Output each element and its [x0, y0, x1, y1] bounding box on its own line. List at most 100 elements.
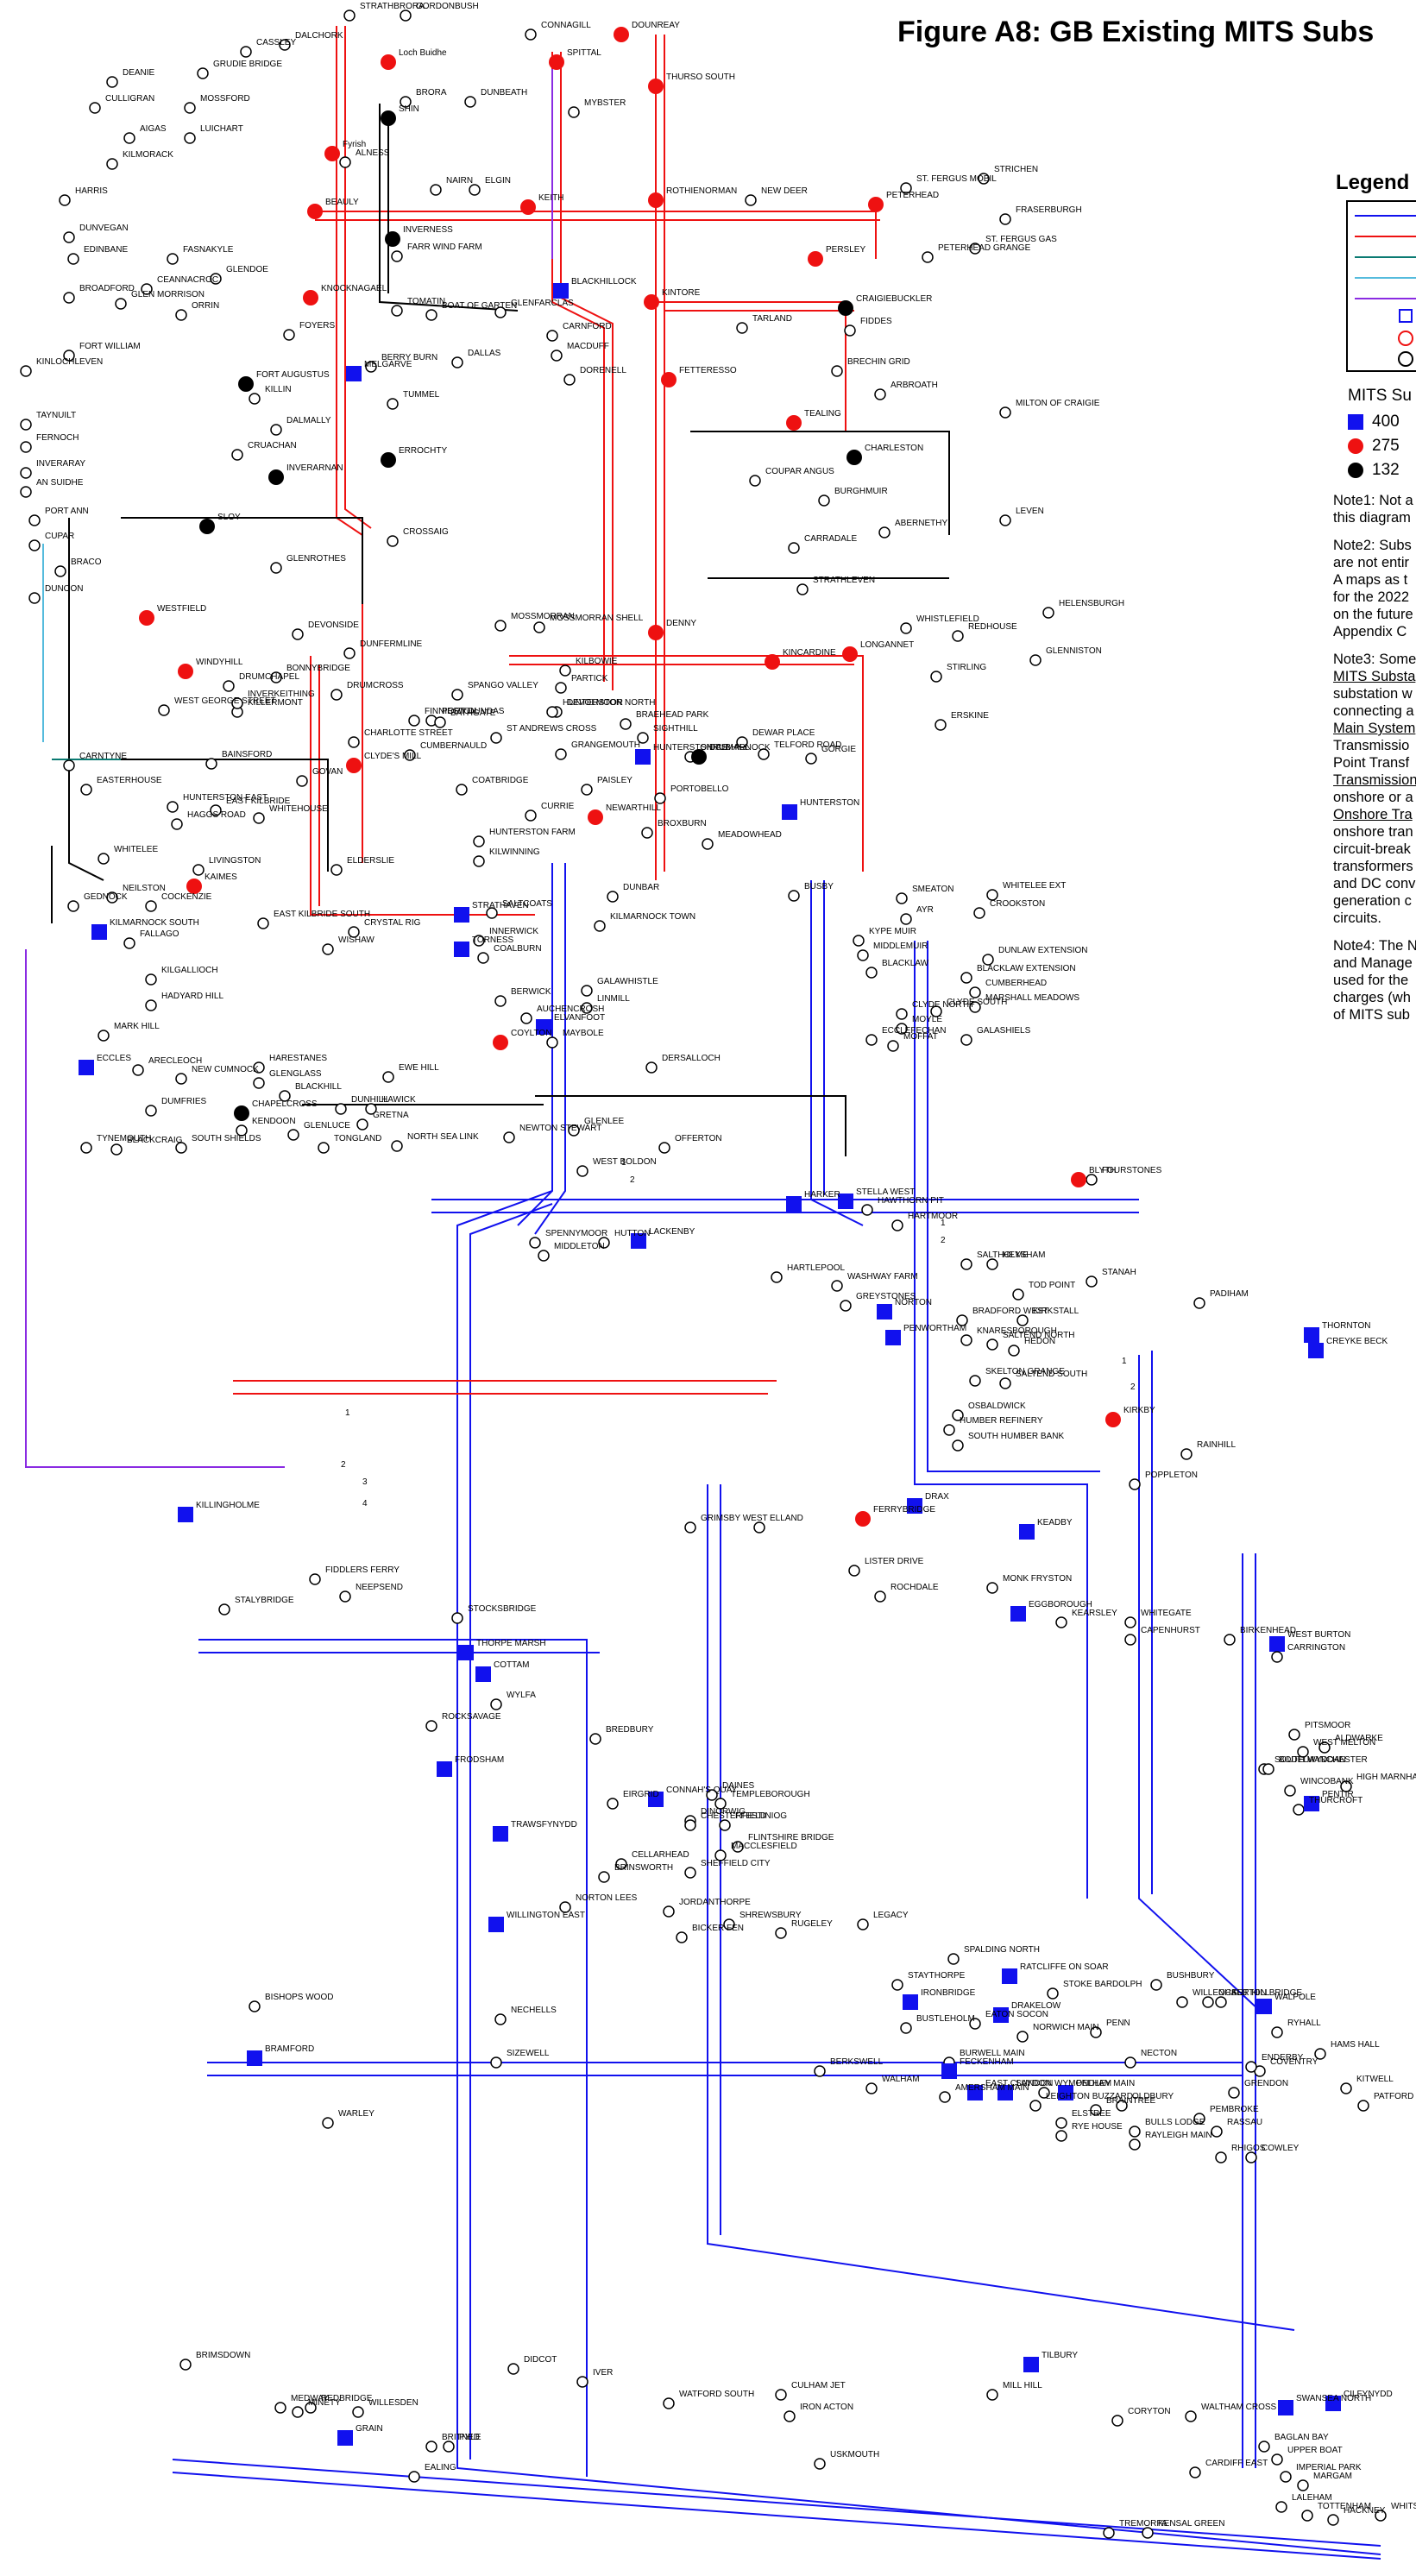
substation-label: FERRYBRIDGE	[873, 1505, 935, 1515]
substation-label: FALLAGO	[140, 929, 179, 939]
substation-label: MONK FRYSTON	[1003, 1574, 1072, 1584]
substation-label: FINNIESTON	[425, 707, 476, 716]
circuit-number: 3	[362, 1477, 368, 1487]
substation-marker	[1086, 1174, 1098, 1186]
substation-label: REDBRIDGE	[321, 2394, 373, 2403]
substation-marker	[451, 689, 463, 701]
substation-marker	[253, 1061, 265, 1074]
substation-label: TEMPLEBOROUGH	[731, 1790, 810, 1799]
blue-square-icon	[1348, 413, 1363, 430]
substation-marker	[437, 1761, 452, 1777]
substation-label: POPPLETON	[1145, 1471, 1198, 1480]
substation-marker	[236, 1124, 248, 1137]
substation-label: INNERWICK	[489, 927, 538, 936]
substation-marker	[999, 514, 1011, 526]
circuit-line	[707, 1484, 1295, 2331]
substation-label: INVERARAY	[36, 459, 85, 469]
substation-marker	[184, 102, 196, 114]
black-circle-icon	[1348, 462, 1363, 478]
substation-marker	[381, 452, 396, 468]
substation-marker	[123, 937, 135, 949]
substation-label: PENTIR	[1322, 1790, 1354, 1799]
substation-marker	[546, 706, 558, 718]
substation-marker	[493, 1035, 508, 1050]
substation-label: DENNY	[666, 619, 696, 628]
substation-label: KILMARNOCK TOWN	[610, 912, 695, 922]
substation-label: WILLESDEN	[368, 2398, 419, 2408]
substation-marker	[348, 736, 360, 748]
substation-label: BRECHIN GRID	[847, 357, 910, 367]
substation-marker	[1047, 1987, 1059, 2000]
note-1: Note1: Not a this diagram	[1333, 493, 1413, 526]
substation-marker	[973, 907, 985, 919]
substation-marker	[20, 486, 32, 498]
substation-label: FASNAKYLE	[183, 245, 234, 255]
substation-label: BRADFORD WEST	[972, 1307, 1048, 1316]
substation-label: KENDOON	[252, 1117, 296, 1126]
substation-marker	[210, 804, 222, 816]
substation-marker	[391, 1140, 403, 1152]
substation-label: INVERNESS	[403, 225, 453, 235]
substation-label: GRETNA	[373, 1111, 409, 1120]
substation-label: STANAH	[1102, 1268, 1136, 1277]
substation-marker	[1086, 1275, 1098, 1288]
substation-marker	[210, 273, 222, 285]
substation-marker	[382, 1071, 394, 1083]
substation-marker	[1278, 2400, 1293, 2415]
substation-label: HEYSHAM	[1003, 1250, 1045, 1260]
substation-label: HAMS HALL	[1331, 2040, 1380, 2050]
substation-label: BLACKHILLOCK	[571, 277, 637, 287]
substation-label: TORNESS	[472, 935, 513, 945]
note-4: Note4: The N and Manage used for the cha…	[1333, 938, 1416, 1023]
substation-label: ELGIN	[485, 176, 511, 186]
substation-marker	[896, 892, 908, 904]
substation-label: BLACKHILL	[295, 1082, 342, 1092]
substation-label: STIRLING	[947, 663, 986, 672]
legend-red-circle-outline-icon	[1398, 331, 1413, 346]
substation-marker	[1297, 2479, 1309, 2491]
substation-marker	[943, 1424, 955, 1436]
substation-label: CARRADALE	[804, 534, 857, 544]
substation-label: CARDIFF EAST	[1205, 2459, 1268, 2468]
substation-label: CROOKSTON	[990, 899, 1045, 909]
substation-marker	[178, 664, 193, 679]
substation-label: GRANGEMOUTH	[571, 740, 640, 750]
substation-label: DERSALLOCH	[662, 1054, 721, 1063]
substation-label: HIGH MARNHAM	[1356, 1773, 1416, 1782]
substation-marker	[887, 1040, 899, 1052]
substation-label: NORTH SEA LINK	[407, 1132, 479, 1142]
substation-label: STRATHLEVEN	[813, 576, 875, 585]
substation-marker	[753, 1521, 765, 1534]
substation-label: MIDDLETON	[554, 1242, 605, 1251]
substation-marker	[1275, 2501, 1287, 2513]
substation-label: EGGBOROUGH	[1029, 1600, 1092, 1609]
substation-label: EAST KILBRIDE SOUTH	[274, 910, 370, 919]
substation-label: USKMOUTH	[830, 2450, 879, 2459]
substation-marker	[947, 1953, 960, 1965]
substation-label: LEVEN	[1016, 507, 1044, 516]
substation-marker	[1103, 2527, 1115, 2539]
substation-marker	[80, 1142, 92, 1154]
substation-label: Fyrish	[343, 140, 366, 149]
substation-label: FERNOCH	[36, 433, 79, 443]
substation-label: HACKNEY	[1344, 2506, 1386, 2516]
substation-marker	[969, 1001, 981, 1013]
substation-marker	[956, 1314, 968, 1326]
substation-marker	[900, 2022, 912, 2034]
substation-label: HARKER	[804, 1190, 840, 1200]
substation-marker	[223, 680, 235, 692]
substation-marker	[339, 1590, 351, 1603]
substation-label: HUNTERSTON FARM	[489, 828, 576, 837]
substation-marker	[644, 294, 659, 310]
circuit-line	[310, 656, 535, 916]
substation-label: LINMILL	[597, 994, 630, 1004]
substation-marker	[205, 758, 217, 770]
substation-marker	[171, 818, 183, 830]
substation-label: BLACKCRAIG	[127, 1136, 183, 1145]
substation-label: CRYSTAL RIG	[364, 918, 421, 928]
substation-marker	[1058, 2085, 1073, 2100]
substation-marker	[63, 350, 75, 362]
substation-label: FRODSHAM	[455, 1755, 504, 1765]
substation-marker	[775, 1927, 787, 1939]
substation-label: MIDDLEMUIR	[873, 942, 928, 951]
